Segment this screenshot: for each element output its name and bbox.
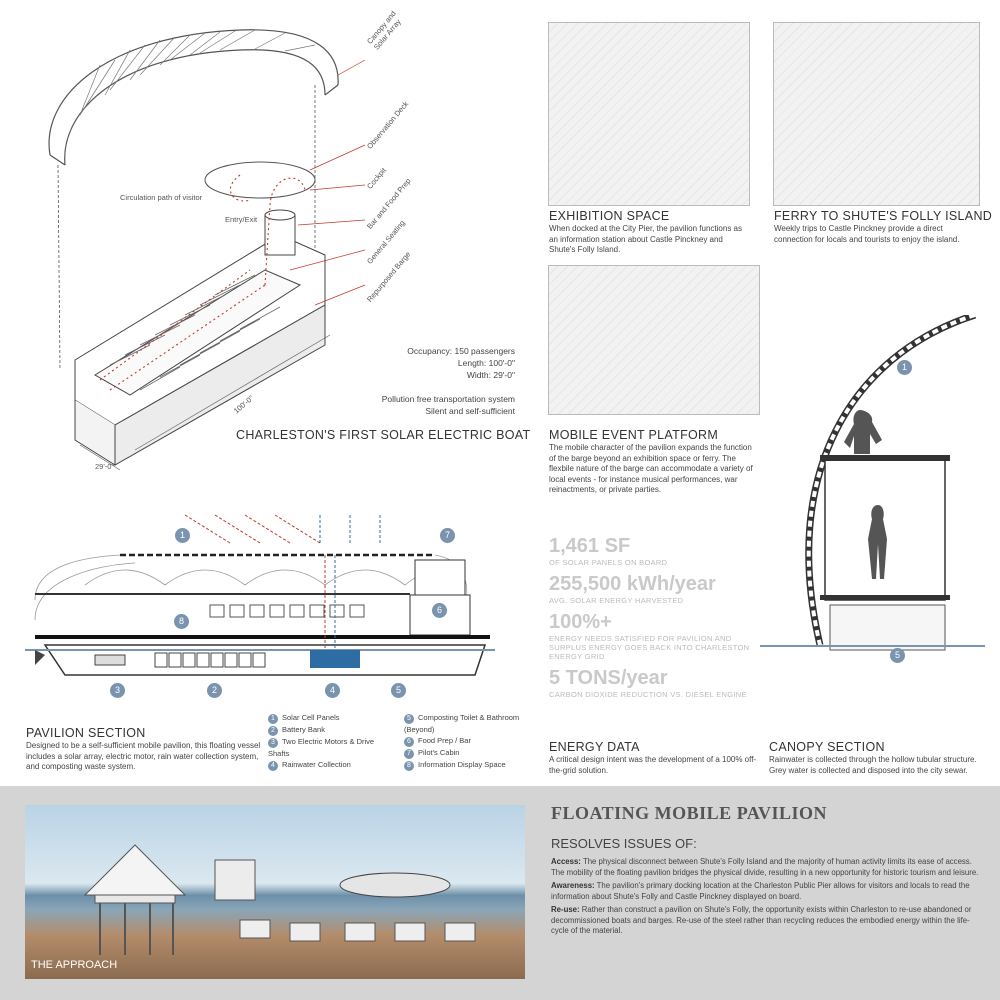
spec-silent: Silent and self-sufficient xyxy=(425,406,515,416)
issue-term: Awareness: xyxy=(551,881,595,890)
canopy-marker-1: 1 xyxy=(897,360,912,375)
canopy-section-drawing xyxy=(760,315,985,651)
stat-caption: CARBON DIOXIDE REDUCTION VS. DIESEL ENGI… xyxy=(549,690,747,699)
legend-label: Rainwater Collection xyxy=(282,760,351,769)
section-text: Designed to be a self-sufficient mobile … xyxy=(26,741,261,771)
issue-term: Access: xyxy=(551,857,581,866)
spec-length: Length: 100'-0" xyxy=(457,358,515,368)
issue-term: Re-use: xyxy=(551,905,580,914)
stat-caption: AVG. SOLAR ENERGY HARVESTED xyxy=(549,596,684,605)
legend-label: Food Prep / Bar xyxy=(418,736,471,745)
pavilion-section-drawing xyxy=(25,514,495,676)
legend-num: 1 xyxy=(268,714,278,724)
event-platform-sketch xyxy=(548,265,760,415)
energy-text: A critical design intent was the develop… xyxy=(549,755,757,775)
legend-item: 8 Information Display Space xyxy=(404,759,524,771)
mobile-title: MOBILE EVENT PLATFORM xyxy=(549,428,719,442)
mobile-text: The mobile character of the pavilion exp… xyxy=(549,443,753,494)
stat-3: 100%+ ENERGY NEEDS SATISFIED FOR PAVILIO… xyxy=(549,611,759,661)
ferry-title: FERRY TO SHUTE'S FOLLY ISLAND xyxy=(774,209,993,223)
spec-width: Width: 29'-0" xyxy=(466,370,515,380)
legend-item: 6 Food Prep / Bar xyxy=(404,735,524,747)
legend-num: 8 xyxy=(404,761,414,771)
legend-item: 7 Pilot's Cabin xyxy=(404,747,524,759)
issue-access: Access: The physical disconnect between … xyxy=(551,857,981,878)
issues-list: Access: The physical disconnect between … xyxy=(551,857,981,937)
boat-title: CHARLESTON'S FIRST SOLAR ELECTRIC BOAT xyxy=(236,428,531,442)
energy-title: ENERGY DATA xyxy=(549,740,640,754)
approach-rendering: THE APPROACH xyxy=(25,805,525,979)
legend-num: 7 xyxy=(404,749,414,759)
stat-value: 100%+ xyxy=(549,611,612,633)
section-marker-7: 7 xyxy=(440,528,455,543)
section-marker-6: 6 xyxy=(432,603,447,618)
legend-item: 1 Solar Cell Panels xyxy=(268,712,380,724)
legend-num: 3 xyxy=(268,738,278,748)
stat-4: 5 TONS/year CARBON DIOXIDE REDUCTION VS.… xyxy=(549,667,759,699)
legend-item: 2 Battery Bank xyxy=(268,724,380,736)
stat-value: 1,461 SF xyxy=(549,535,631,557)
label-entry-exit: Entry/Exit xyxy=(225,215,258,224)
legend-num: 4 xyxy=(268,761,278,771)
pavilion-subtitle: RESOLVES ISSUES OF: xyxy=(551,836,697,851)
legend-label: Two Electric Motors & Drive Shafts xyxy=(268,737,375,758)
legend-item: 4 Rainwater Collection xyxy=(268,759,380,771)
energy-stats: 1,461 SF OF SOLAR PANELS ON BOARD 255,50… xyxy=(549,535,759,699)
stat-value: 255,500 kWh/year xyxy=(549,573,716,595)
ferry-text: Weekly trips to Castle Pinckney provide … xyxy=(774,224,960,244)
stat-1: 1,461 SF OF SOLAR PANELS ON BOARD xyxy=(549,535,759,567)
pavilion-title: FLOATING MOBILE PAVILION xyxy=(551,803,828,823)
spec-occupancy: Occupancy: 150 passengers xyxy=(407,346,515,356)
legend-label: Information Display Space xyxy=(418,760,506,769)
section-marker-4: 4 xyxy=(325,683,340,698)
dim-width: 29'-0" xyxy=(95,462,115,471)
label-circulation: Circulation path of visitor xyxy=(120,193,203,202)
legend-num: 6 xyxy=(404,737,414,747)
issue-text: The physical disconnect between Shute's … xyxy=(551,857,979,877)
boat-specs: Occupancy: 150 passengers Length: 100'-0… xyxy=(330,345,515,417)
exhibition-title: EXHIBITION SPACE xyxy=(549,209,670,223)
section-marker-2: 2 xyxy=(207,683,222,698)
canopy-text: Rainwater is collected through the hollo… xyxy=(769,755,977,775)
legend-num: 5 xyxy=(404,714,414,724)
section-marker-3: 3 xyxy=(110,683,125,698)
section-marker-5: 5 xyxy=(391,683,406,698)
stat-caption: ENERGY NEEDS SATISFIED FOR PAVILION AND … xyxy=(549,634,750,661)
issue-text: Rather than construct a pavilion on Shut… xyxy=(551,905,972,935)
legend-num: 2 xyxy=(268,726,278,736)
approach-label: THE APPROACH xyxy=(31,959,118,971)
exhibition-sketch xyxy=(548,22,750,206)
legend-label: Pilot's Cabin xyxy=(418,748,460,757)
stat-caption: OF SOLAR PANELS ON BOARD xyxy=(549,558,668,567)
issue-text: The pavilion's primary docking location … xyxy=(551,881,970,901)
canopy-title: CANOPY SECTION xyxy=(769,740,885,754)
axon-diagram xyxy=(48,29,366,471)
legend-label: Composting Toilet & Bathroom (Beyond) xyxy=(404,713,520,734)
canopy-marker-5: 5 xyxy=(890,648,905,663)
legend-label: Battery Bank xyxy=(282,725,325,734)
section-marker-8: 8 xyxy=(174,614,189,629)
ferry-sketch xyxy=(773,22,980,206)
legend-label: Solar Cell Panels xyxy=(282,713,340,722)
exhibition-text: When docked at the City Pier, the pavili… xyxy=(549,224,742,254)
section-title: PAVILION SECTION xyxy=(26,726,146,740)
issue-awareness: Awareness: The pavilion's primary dockin… xyxy=(551,881,981,902)
section-marker-1: 1 xyxy=(175,528,190,543)
stat-value: 5 TONS/year xyxy=(549,667,668,689)
approach-scene xyxy=(83,844,476,955)
spec-pollution: Pollution free transportation system xyxy=(381,394,515,404)
stat-2: 255,500 kWh/year AVG. SOLAR ENERGY HARVE… xyxy=(549,573,759,605)
issue-reuse: Re-use: Rather than construct a pavilion… xyxy=(551,905,981,937)
